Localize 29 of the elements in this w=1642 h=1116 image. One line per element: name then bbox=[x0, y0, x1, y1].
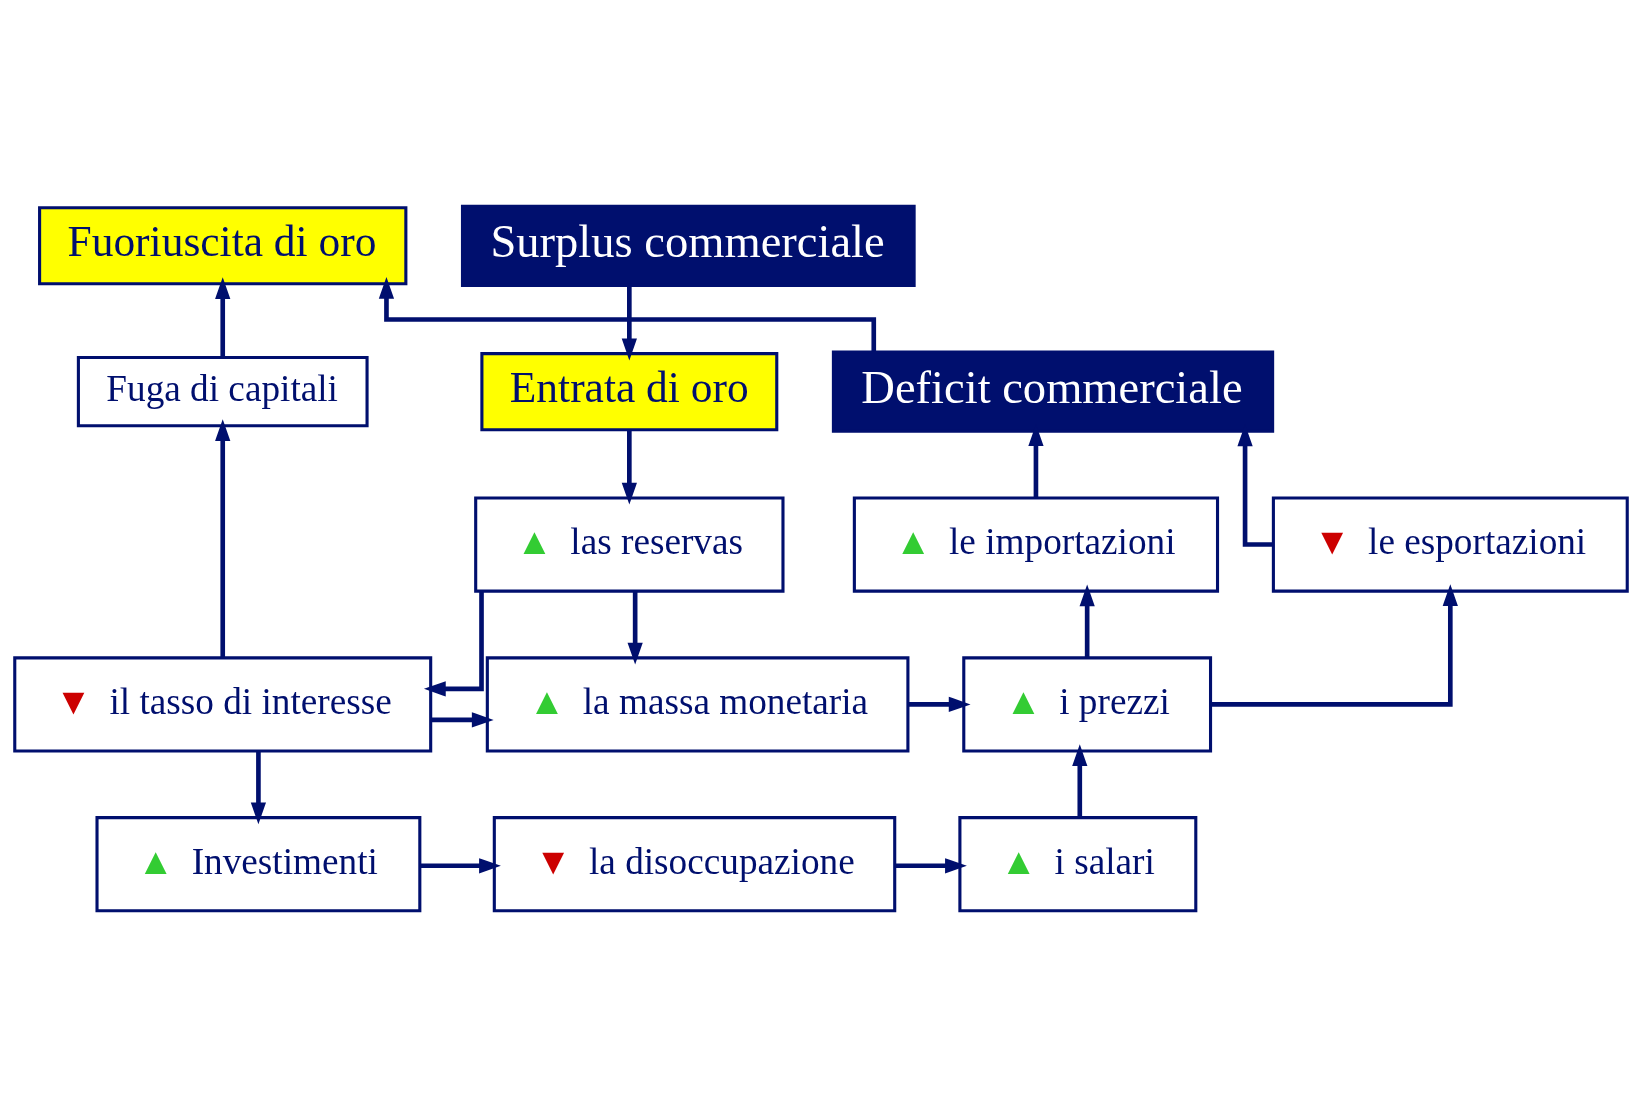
node-box: ▲ la massa monetaria bbox=[485, 655, 910, 752]
node-box: ▼ la disoccupazione bbox=[492, 815, 897, 912]
arrow bbox=[1072, 743, 1088, 818]
arrow bbox=[627, 590, 643, 664]
arrow bbox=[1079, 583, 1095, 658]
node-box: Entrata di oro bbox=[480, 351, 779, 431]
node-box: ▲ las reservas bbox=[474, 495, 785, 593]
arrow bbox=[215, 418, 231, 658]
arrow bbox=[621, 429, 637, 505]
node-box: Deficit commerciale bbox=[831, 350, 1275, 433]
node-box: Surplus commerciale bbox=[460, 204, 916, 287]
arrow bbox=[431, 711, 494, 728]
arrow bbox=[908, 696, 971, 712]
node-box: ▼ il tasso di interesse bbox=[13, 655, 433, 752]
arrow bbox=[895, 857, 967, 873]
arrow bbox=[378, 276, 877, 352]
arrow bbox=[1210, 583, 1458, 707]
node-box: ▼ le esportazioni bbox=[1271, 495, 1629, 593]
arrow bbox=[215, 276, 231, 357]
node-box: Fuga di capitali bbox=[76, 355, 369, 427]
arrow bbox=[250, 750, 267, 824]
arrow bbox=[621, 285, 637, 360]
node-box: Fuoriuscita di oro bbox=[38, 205, 408, 285]
node-box: ▲ Investimenti bbox=[95, 815, 422, 912]
arrow bbox=[423, 590, 484, 696]
node-box: ▲ i salari bbox=[958, 815, 1198, 912]
node-box: ▲ i prezzi bbox=[962, 655, 1213, 752]
arrow bbox=[420, 857, 501, 873]
node-box: ▲ le importazioni bbox=[852, 495, 1220, 593]
